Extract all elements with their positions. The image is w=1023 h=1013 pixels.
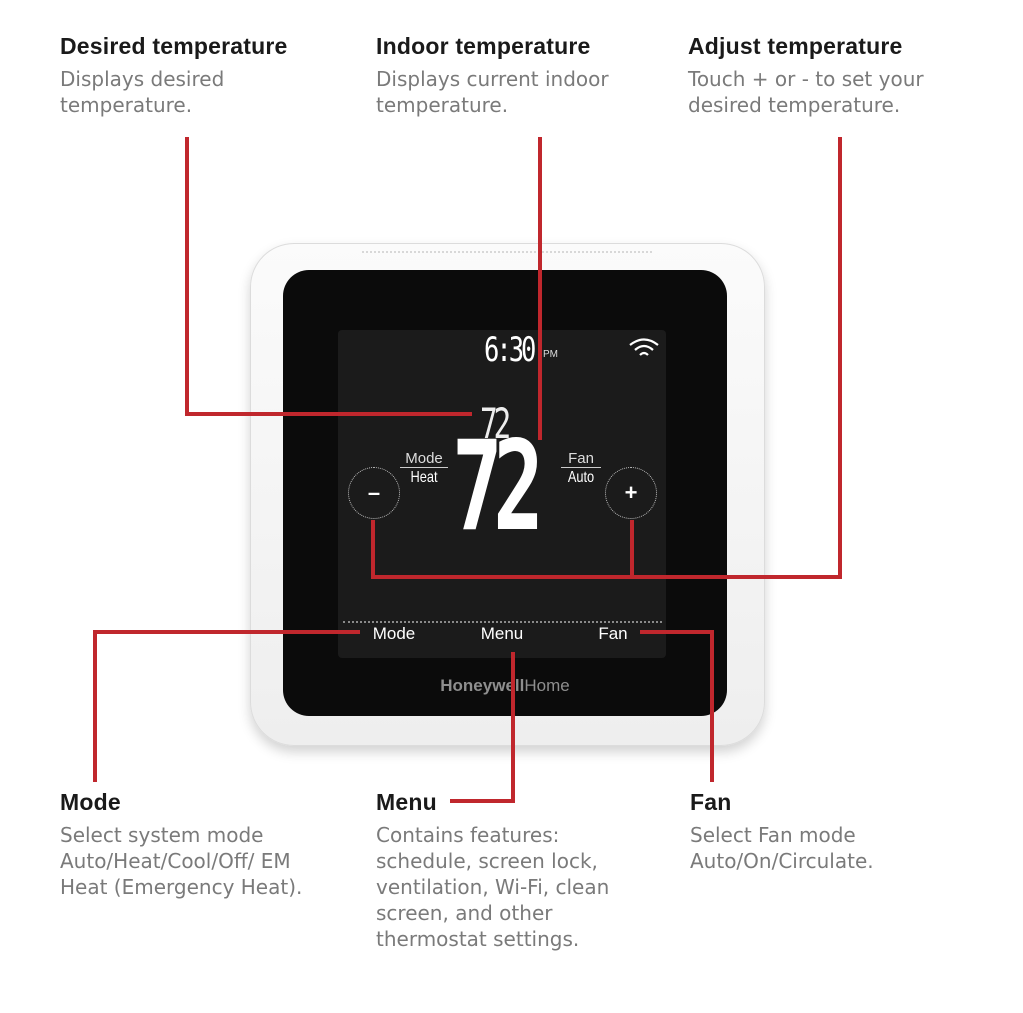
increase-temperature-button[interactable]: + bbox=[605, 467, 657, 519]
menu-softkey[interactable]: Menu bbox=[480, 624, 524, 643]
desired-temperature-readout: 72 bbox=[480, 399, 511, 448]
callout-title: Menu bbox=[376, 789, 437, 815]
brand-logo: HoneywellHome bbox=[415, 676, 595, 696]
mode-status-label: Mode bbox=[400, 451, 448, 468]
callout-desired-temperature: Desired temperature Displays desired tem… bbox=[60, 33, 350, 118]
menu-leader bbox=[450, 652, 515, 803]
callout-title: Desired temperature bbox=[60, 33, 288, 59]
wifi-icon bbox=[629, 338, 659, 356]
mode-status: Mode Heat bbox=[400, 451, 448, 487]
indoor-temperature-readout: 72 bbox=[452, 415, 544, 559]
callout-adjust-temperature: Adjust temperature Touch + or - to set y… bbox=[688, 33, 988, 118]
fan-status: Fan Auto bbox=[561, 451, 601, 487]
decrease-temperature-button[interactable]: – bbox=[348, 467, 400, 519]
clock-display: 6:30 bbox=[484, 330, 536, 370]
mode-softkey[interactable]: Mode bbox=[372, 624, 416, 643]
adjust-temperature-leader bbox=[371, 137, 842, 579]
callout-text: Select Fan mode Auto/On/Circulate. bbox=[690, 823, 874, 873]
top-vents bbox=[362, 251, 652, 256]
fan-status-value: Auto bbox=[567, 469, 595, 486]
mode-leader bbox=[93, 630, 360, 782]
softkey-divider bbox=[343, 621, 662, 623]
callout-fan: Fan Select Fan mode Auto/On/Circulate. bbox=[690, 789, 990, 874]
fan-softkey[interactable]: Fan bbox=[598, 624, 628, 643]
callout-title: Adjust temperature bbox=[688, 33, 903, 59]
am-pm-indicator: PM bbox=[543, 349, 558, 360]
brand-logo-light: Home bbox=[524, 676, 570, 695]
callout-text: Select system mode Auto/Heat/Cool/Off/ E… bbox=[60, 823, 303, 899]
callout-menu: Menu Contains features: schedule, screen… bbox=[376, 789, 676, 952]
callout-text: Displays current indoor temperature. bbox=[376, 67, 609, 117]
mode-status-value: Heat bbox=[410, 469, 438, 486]
callout-mode: Mode Select system mode Auto/Heat/Cool/O… bbox=[60, 789, 360, 900]
callout-title: Indoor temperature bbox=[376, 33, 591, 59]
brand-logo-bold: Honeywell bbox=[440, 676, 525, 695]
callout-text: Displays desired temperature. bbox=[60, 67, 225, 117]
fan-status-label: Fan bbox=[561, 451, 601, 468]
desired-temperature-leader bbox=[185, 137, 472, 416]
callout-title: Fan bbox=[690, 789, 732, 815]
callout-title: Mode bbox=[60, 789, 121, 815]
fan-leader bbox=[640, 630, 714, 782]
callout-text: Contains features: schedule, screen lock… bbox=[376, 823, 610, 951]
callout-text: Touch + or - to set your desired tempera… bbox=[688, 67, 924, 117]
callout-indoor-temperature: Indoor temperature Displays current indo… bbox=[376, 33, 676, 118]
